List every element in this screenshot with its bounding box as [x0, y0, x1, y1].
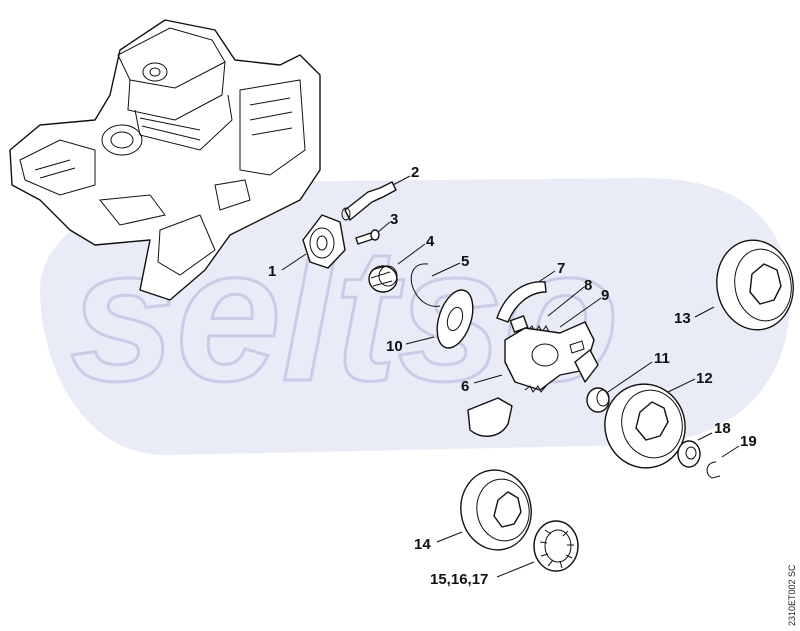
part-clutch-drum — [604, 383, 686, 469]
callout-6: 6 — [461, 378, 469, 395]
leader-lines — [281, 175, 740, 578]
part-oil-hose — [341, 181, 397, 221]
part-spring-clip — [410, 263, 441, 307]
callout-11: 11 — [654, 350, 670, 367]
callout-2: 2 — [411, 164, 419, 181]
drawing-code: 2310ET002 SC — [787, 564, 797, 626]
part-oil-pump — [302, 214, 346, 269]
callout-9: 9 — [601, 287, 609, 304]
callout-10: 10 — [386, 338, 403, 355]
callout-14: 14 — [414, 536, 431, 553]
callout-7: 7 — [557, 260, 565, 277]
part-clutch-shoe-lower — [467, 349, 599, 437]
callout-13: 13 — [674, 310, 691, 327]
part-washer — [677, 440, 701, 468]
callout-1: 1 — [268, 263, 276, 280]
callout-4: 4 — [426, 233, 435, 250]
part-clutch-shoe — [496, 281, 547, 323]
part-washer-disc — [436, 289, 474, 349]
callout-3: 3 — [390, 211, 398, 228]
part-needle-cage — [586, 387, 610, 413]
callout-8: 8 — [584, 277, 592, 294]
part-spur-drum — [460, 469, 532, 551]
callout-5: 5 — [461, 253, 469, 270]
callout-18: 18 — [714, 420, 731, 437]
callout-15-16-17: 15,16,17 — [430, 571, 488, 588]
callout-labels: 1 2 3 4 5 6 7 8 9 10 11 12 13 14 15,16,1… — [268, 164, 757, 588]
part-rim-sprocket — [533, 520, 579, 572]
callout-19: 19 — [740, 433, 757, 450]
engine-housing — [9, 19, 321, 301]
part-screw — [355, 229, 380, 245]
part-e-clip — [706, 461, 721, 479]
callout-12: 12 — [696, 370, 713, 387]
part-rim-drum — [716, 239, 794, 331]
part-worm — [368, 265, 398, 293]
